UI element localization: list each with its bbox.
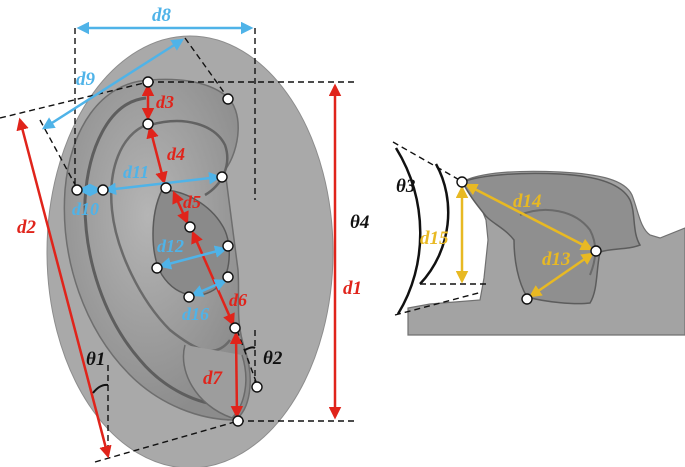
label-d11: d11	[123, 162, 149, 182]
d13-arrow	[528, 252, 595, 298]
landmark-point	[222, 240, 234, 252]
label-d16: d16	[182, 304, 209, 324]
label-d14: d14	[513, 191, 542, 212]
landmark-point	[151, 262, 163, 274]
d11-arrow	[103, 171, 222, 196]
theta1-arc	[92, 383, 109, 394]
label-d7: d7	[203, 368, 224, 389]
label-d15: d15	[420, 228, 449, 249]
landmark-point	[222, 93, 234, 105]
profile-landmark-point	[456, 176, 468, 188]
landmark-point	[183, 291, 195, 303]
ear-left-view: d1 d2 d3 d4 d5 d6 d7 d8 d9 d10 d11 d12 d…	[0, 5, 362, 467]
guide-d2-bottom	[94, 420, 239, 463]
d2-arrow	[16, 117, 112, 459]
ear-side-profile: d13 d14 d15 θ3 θ4	[350, 141, 685, 336]
label-theta4: θ4	[350, 212, 369, 233]
ear-landmark-points	[71, 76, 263, 427]
profile-landmark-point	[521, 293, 533, 305]
d12-arrow	[158, 245, 228, 270]
label-d1: d1	[343, 278, 362, 299]
label-d6: d6	[229, 290, 247, 310]
theta4-arc	[394, 147, 422, 315]
landmark-point	[160, 182, 172, 194]
landmark-point	[232, 415, 244, 427]
theta2-arc	[244, 346, 256, 351]
landmark-point	[142, 118, 154, 130]
label-d13: d13	[542, 249, 571, 270]
d14-arrow	[464, 183, 594, 251]
label-d4: d4	[167, 144, 185, 164]
guide-d9-upper	[184, 37, 229, 99]
label-d10: d10	[72, 199, 99, 219]
theta3-arc	[419, 163, 450, 285]
label-theta1: θ1	[86, 349, 105, 370]
landmark-point	[97, 184, 109, 196]
d16-arrow	[190, 279, 228, 297]
label-theta2: θ2	[263, 348, 283, 369]
label-d12: d12	[157, 236, 184, 256]
landmark-point	[229, 322, 241, 334]
landmark-point	[184, 221, 196, 233]
d7-arrow	[229, 331, 244, 419]
guide-theta-bottom	[394, 291, 483, 316]
d9-arrow	[41, 38, 185, 130]
landmark-point	[142, 76, 154, 88]
guide-theta-top	[392, 141, 464, 183]
label-d8: d8	[152, 5, 172, 26]
landmark-point	[251, 381, 263, 393]
landmark-point	[222, 271, 234, 283]
label-theta3: θ3	[396, 176, 415, 197]
label-d9: d9	[76, 69, 96, 90]
landmark-point	[71, 184, 83, 196]
label-d3: d3	[156, 92, 174, 112]
label-d2: d2	[17, 217, 37, 238]
landmark-point	[216, 171, 228, 183]
label-d5: d5	[183, 192, 201, 212]
guide-d2-top	[0, 81, 149, 119]
profile-landmark-point	[590, 245, 602, 257]
d5-arrow	[172, 190, 189, 225]
